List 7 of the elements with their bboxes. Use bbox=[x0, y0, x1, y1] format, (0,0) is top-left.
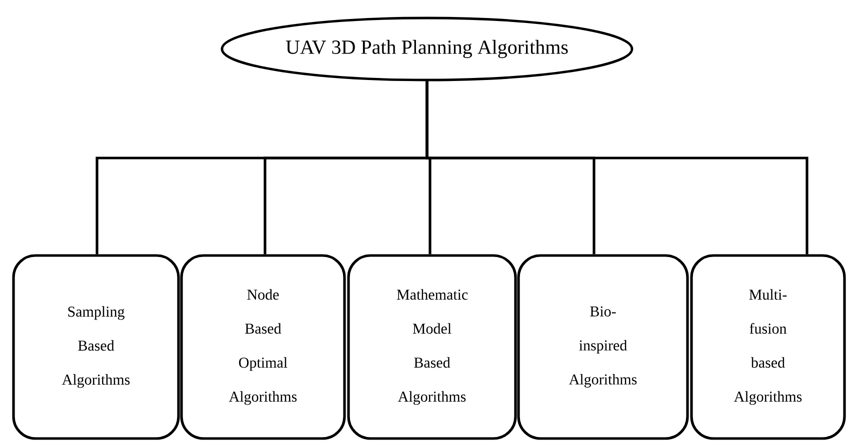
category-box: Node Based Optimal Algorithms bbox=[180, 254, 346, 440]
category-box: Multi-fusion based Algorithms bbox=[690, 254, 846, 440]
ellipse-node: UAV 3D Path Planning Algorithms bbox=[220, 16, 634, 82]
category-box: Sampling Based Algorithms bbox=[12, 254, 180, 440]
category-box: Bio-inspired Algorithms bbox=[517, 254, 689, 440]
category-box: Mathematic Model Based Algorithms bbox=[347, 254, 517, 440]
connector-line bbox=[426, 81, 808, 254]
